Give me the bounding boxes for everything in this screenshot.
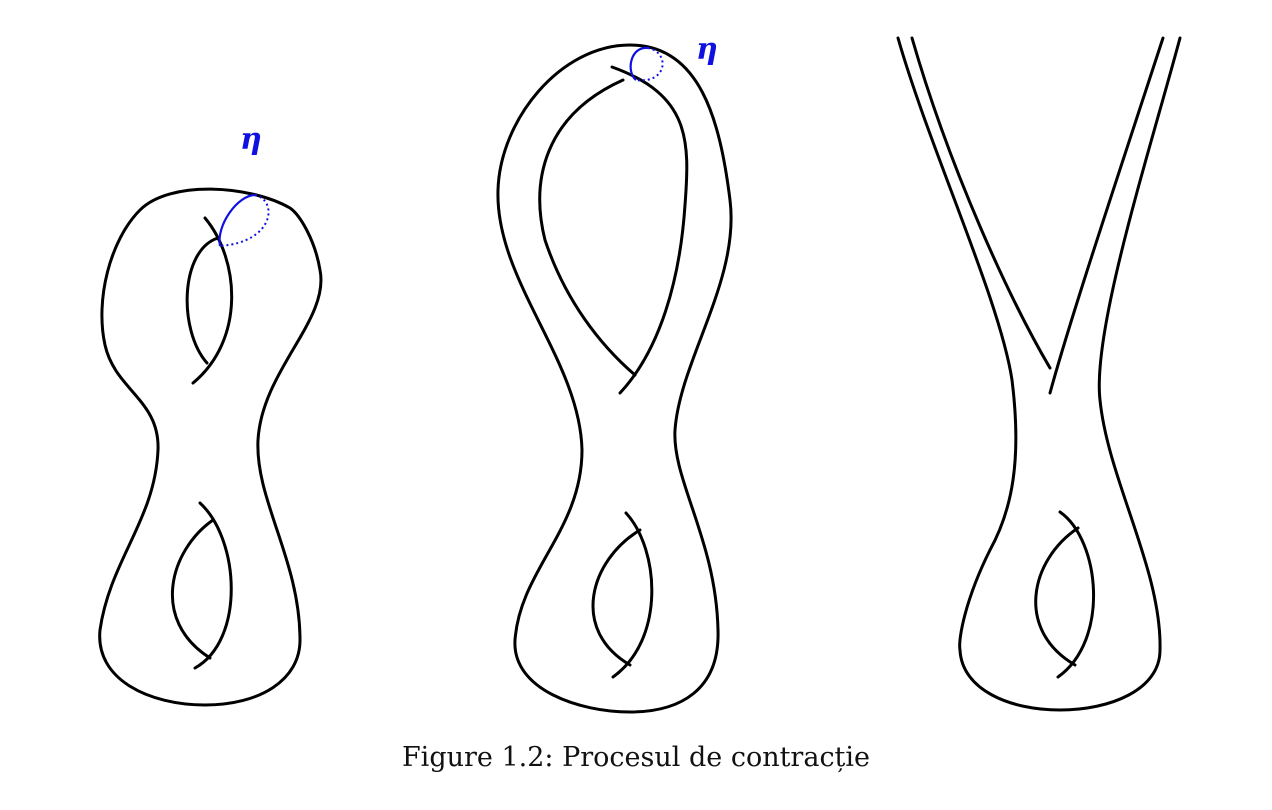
eta-loop-back: [635, 47, 664, 82]
top-hole-arc: [185, 236, 220, 365]
inner-strand: [1048, 36, 1165, 395]
eta-loop-back: [219, 194, 270, 247]
bottom-hole-arc: [611, 511, 654, 679]
top-hole-arc: [538, 78, 637, 377]
surface-stretched: [496, 43, 733, 714]
eta-label: η: [696, 32, 718, 67]
surface-genus-two: [98, 187, 323, 707]
surface-outline: [896, 36, 1182, 712]
top-hole-arc: [191, 216, 234, 385]
eta-label: η: [240, 122, 262, 157]
bottom-hole-arc: [1034, 526, 1080, 667]
top-hole-arc: [610, 65, 689, 395]
bottom-hole-arc: [1056, 510, 1096, 679]
figure-caption: Figure 1.2: Procesul de contracție: [401, 742, 871, 773]
surface-pinched: [896, 36, 1182, 712]
surface-outline: [496, 43, 733, 714]
eta-loop-front: [218, 193, 256, 247]
surface-outline: [98, 187, 323, 707]
eta-loop-front: [629, 46, 649, 81]
inner-strand: [910, 36, 1052, 370]
bottom-hole-arc: [591, 528, 642, 667]
bottom-hole-arc: [170, 518, 215, 660]
bottom-hole-arc: [193, 501, 233, 670]
